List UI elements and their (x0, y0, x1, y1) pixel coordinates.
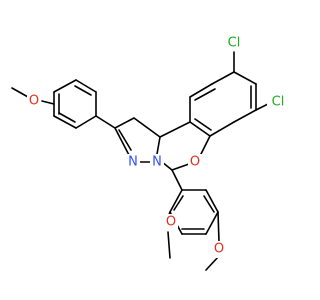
ring-a-bond-2 (189, 83, 213, 98)
atom-layer: Cl Cl O N N O (27, 34, 289, 258)
atom-o-ring: O (188, 154, 202, 171)
atom-o-methoxy-bottom-right: O (212, 241, 226, 258)
ring-c-bond-3 (53, 79, 77, 93)
pyr-inner-1 (118, 129, 132, 151)
ring-a-bond-8 (233, 71, 257, 85)
methoxy-br-bond-1 (217, 211, 220, 243)
ring-a-bond-4 (189, 121, 211, 137)
ring-b-bond-2 (156, 136, 161, 155)
atom-label-o-ring: O (190, 155, 200, 170)
atom-label-o-methoxy-aryl: O (29, 94, 39, 109)
o-ring-bond-1 (199, 135, 211, 157)
methoxy-bl-bond-2 (167, 231, 171, 259)
ring-d-bond-1 (169, 189, 183, 213)
ring-d-bond-3 (205, 189, 219, 213)
methoxy-o-bond (41, 100, 55, 105)
atom-o-methoxy-aryl: O (27, 93, 41, 110)
aryl-link (95, 115, 116, 129)
atom-label-o-methoxy-bottom-right: O (214, 242, 224, 257)
atom-label-cl-top: Cl (228, 36, 241, 51)
o-ring-bond-2 (171, 163, 190, 171)
atom-label-o-methoxy-bottom-left: O (166, 215, 176, 230)
atom-o-methoxy-bottom-left: O (164, 214, 178, 231)
cl-right-bond (255, 103, 269, 111)
ring-a-bond-5 (209, 121, 235, 137)
atom-label-n-right: N (152, 155, 162, 170)
ring-c-bond-6 (75, 115, 97, 129)
ring-a-bond-6 (233, 109, 257, 123)
ring-a-bond-1 (211, 71, 235, 85)
ring-b-bond-1 (159, 121, 191, 138)
ring-d-bond-4 (205, 211, 219, 235)
ring-c-bond-5 (53, 115, 77, 129)
pyr-bond-2 (114, 117, 135, 129)
ring-a-inner-1 (194, 88, 216, 101)
ring-c-inner-2 (58, 112, 76, 123)
ring-a-inner-2 (194, 118, 212, 131)
pyr-bond-3 (114, 127, 131, 158)
molecule-structure-diagram: Cl Cl O N N O (11, 34, 289, 271)
atom-label-n-left: N (128, 155, 138, 170)
pyr-bond-1 (133, 117, 161, 138)
methoxy-c-bond (11, 87, 29, 98)
atom-n-left: N (126, 154, 140, 171)
molecule-svg: Cl Cl O N N O (11, 34, 289, 271)
atom-cl-top: Cl (223, 34, 245, 51)
ring-d-inner-3 (173, 195, 184, 211)
bond-layer (11, 51, 269, 271)
methoxy-br-bond-2 (205, 255, 220, 271)
ring-d-link (171, 169, 183, 191)
atom-n-right: N (150, 154, 164, 171)
atom-cl-right: Cl (267, 94, 289, 111)
ring-c-inner-1 (74, 85, 92, 96)
ring-d-inner-1 (203, 195, 215, 213)
atom-label-cl-right: Cl (272, 95, 285, 110)
ring-c-bond-2 (75, 79, 97, 93)
